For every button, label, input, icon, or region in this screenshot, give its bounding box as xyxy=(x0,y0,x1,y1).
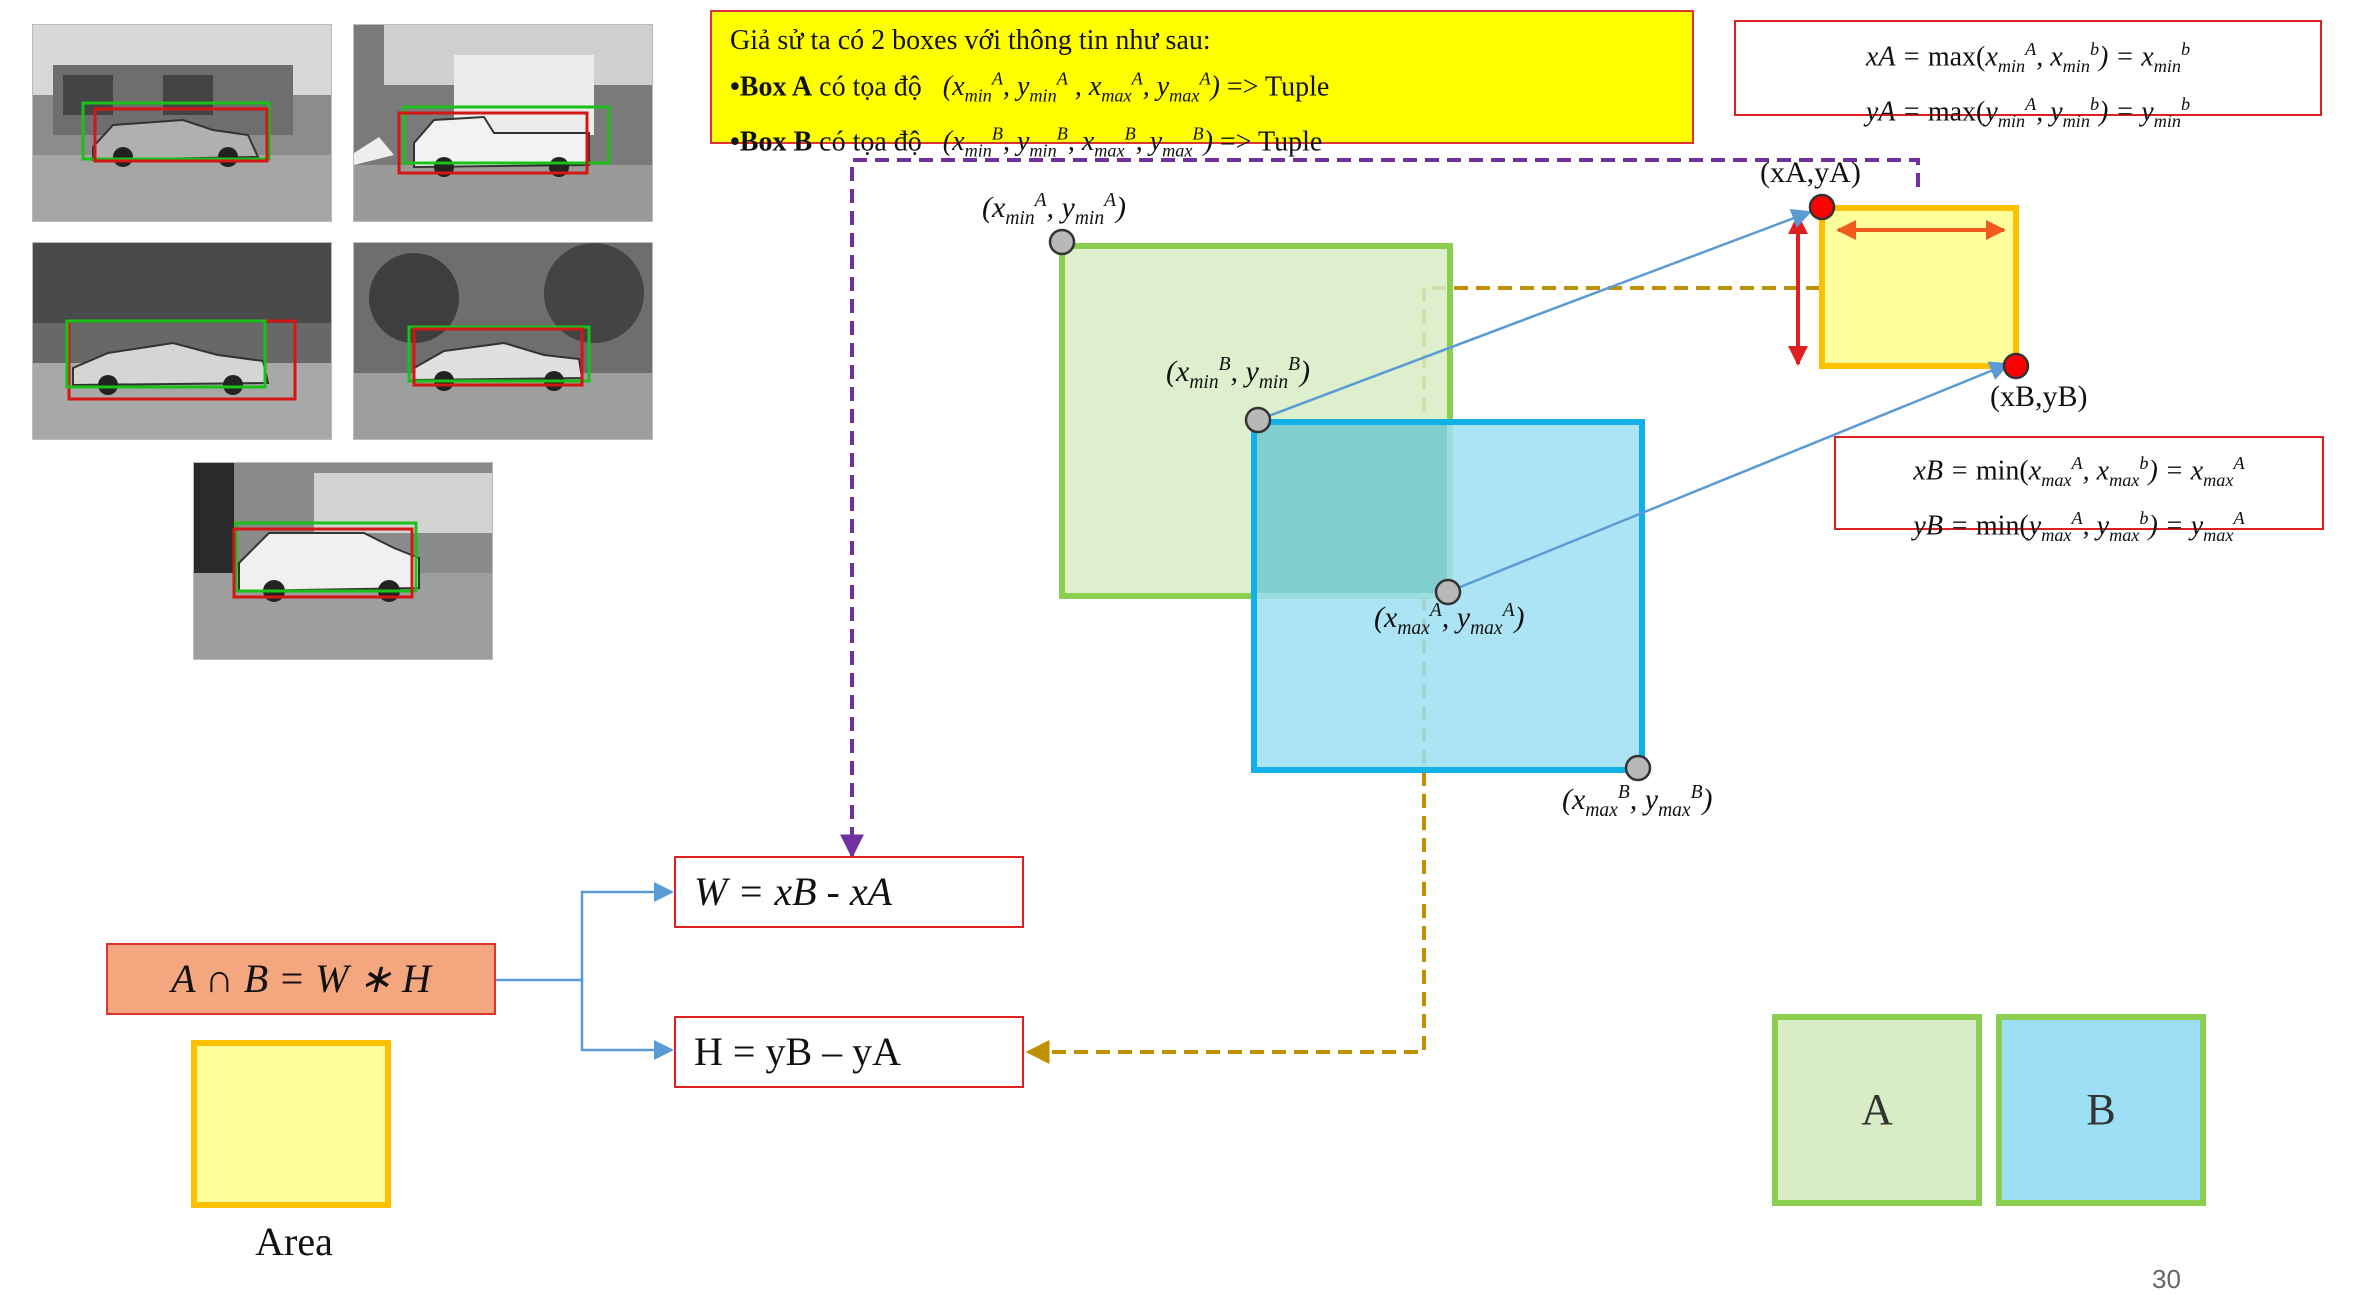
split-connector xyxy=(496,882,674,982)
legend-box-a: A xyxy=(1772,1014,1982,1206)
point-xa-ya xyxy=(1808,193,1836,221)
label-xa-ya: (xA,yA) xyxy=(1760,156,1861,189)
car-photo-4 xyxy=(353,242,653,440)
car-photo-3 xyxy=(32,242,332,440)
split-connector-lower xyxy=(580,980,674,1060)
width-formula: W = xB - xA xyxy=(674,856,1024,928)
box-a-suffix: => Tuple xyxy=(1226,71,1330,103)
label-a-min: (xminA, yminA) xyxy=(982,190,1126,229)
box-a-tuple: (xminA, yminA , xmaxA, ymaxA) xyxy=(928,69,1220,106)
car-photo-5 xyxy=(193,462,493,660)
box-definition-note: Giả sử ta có 2 boxes với thông tin như s… xyxy=(710,10,1694,161)
xa-formula: xA = max(xminA, xminb) = xminb xyxy=(1865,39,2191,76)
map-arrow-max xyxy=(1447,361,2010,594)
box-a-name: •Box A xyxy=(730,71,813,103)
box-b-coord-label: có tọa độ xyxy=(819,126,922,158)
page-number: 30 xyxy=(2152,1264,2181,1294)
ya-formula: yA = max(yminA, yminb) = yminb xyxy=(1865,93,2191,131)
car-photo-2 xyxy=(353,24,653,222)
point-b-max xyxy=(1624,754,1652,782)
xb-formula: xB = min(xmaxA, xmaxb) = xmaxA xyxy=(1913,453,2245,490)
area-square xyxy=(191,1040,391,1208)
label-xb-yb: (xB,yB) xyxy=(1990,380,2088,413)
xb-yb-formula-box: xB = min(xmaxA, xmaxb) = xmaxA yB = min(… xyxy=(1834,436,2324,545)
intersection-formula: A ∩ B = W ∗ H xyxy=(106,943,496,1015)
point-a-min xyxy=(1048,228,1076,256)
xa-ya-formula-box: xA = max(xminA, xminb) = xminb yA = max(… xyxy=(1734,20,2322,131)
car-photo-1 xyxy=(32,24,332,222)
label-a-max: (xmaxA, ymaxA) xyxy=(1374,600,1525,639)
overlap-region xyxy=(1257,425,1447,593)
note-line-box-b: •Box B có tọa độ (xminB, yminB, xmaxB, y… xyxy=(730,115,1674,170)
map-arrow-min xyxy=(1257,208,1812,422)
note-line-box-a: •Box A có tọa độ (xminA, yminA , xmaxA, … xyxy=(730,60,1674,115)
point-b-min xyxy=(1244,406,1272,434)
note-line-1: Giả sử ta có 2 boxes với thông tin như s… xyxy=(730,25,1211,56)
box-b-name: •Box B xyxy=(730,126,813,158)
legend-box-b: B xyxy=(1996,1014,2206,1206)
label-b-min: (xminB, yminB) xyxy=(1166,354,1310,393)
box-b-tuple: (xminB, yminB, xmaxB, ymaxB) xyxy=(928,123,1213,161)
point-xb-yb xyxy=(2002,352,2030,380)
purple-dashed-connector xyxy=(840,158,1920,859)
box-b-suffix: => Tuple xyxy=(1219,126,1323,158)
box-a-coord-label: có tọa độ xyxy=(819,71,922,103)
area-label: Area xyxy=(255,1219,333,1264)
label-b-max: (xmaxB, ymaxB) xyxy=(1562,782,1713,821)
yb-formula: yB = min(ymaxA, ymaxb) = ymaxA xyxy=(1913,507,2245,545)
point-a-max xyxy=(1434,578,1462,606)
height-formula: H = yB – yA xyxy=(674,1016,1024,1088)
